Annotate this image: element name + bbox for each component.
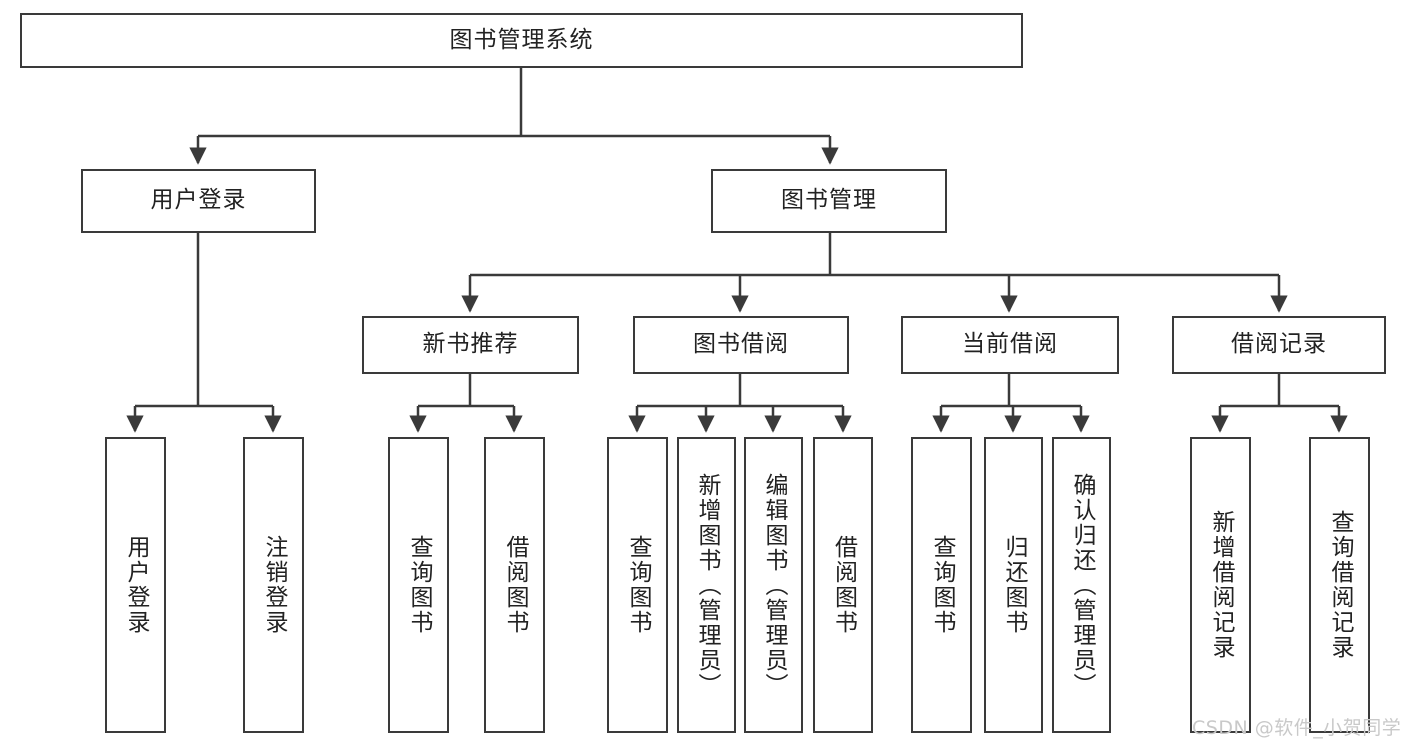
leaf-node-label: 查询图书 [406, 535, 433, 635]
leaf-node-label: 借阅图书 [502, 535, 529, 635]
node-book-borrow[interactable]: 图书借阅 [633, 316, 849, 374]
leaf-node-label: 注销登录 [261, 535, 288, 635]
leaf-node-label: 用户登录 [123, 535, 150, 635]
node-book-management-label: 图书管理 [781, 187, 877, 214]
node-borrow-record-label: 借阅记录 [1231, 331, 1327, 358]
leaf-node[interactable]: 编辑图书（管理员） [744, 437, 803, 733]
leaf-node-label: 新增图书（管理员） [694, 472, 721, 698]
leaf-node-label: 查询图书 [929, 535, 956, 635]
leaf-node[interactable]: 查询图书 [607, 437, 668, 733]
leaf-node-label: 查询图书 [625, 535, 652, 635]
leaf-node[interactable]: 借阅图书 [484, 437, 545, 733]
node-borrow-record[interactable]: 借阅记录 [1172, 316, 1386, 374]
node-current-borrow-label: 当前借阅 [962, 331, 1058, 358]
leaf-node-label: 编辑图书（管理员） [761, 472, 788, 698]
leaf-node-label: 新增借阅记录 [1208, 510, 1235, 660]
leaf-node[interactable]: 查询图书 [388, 437, 449, 733]
node-root[interactable]: 图书管理系统 [20, 13, 1023, 68]
leaf-node[interactable]: 查询图书 [911, 437, 972, 733]
leaf-node[interactable]: 借阅图书 [813, 437, 873, 733]
node-current-borrow[interactable]: 当前借阅 [901, 316, 1119, 374]
leaf-node-label: 查询借阅记录 [1327, 510, 1354, 660]
node-new-book-recommend-label: 新书推荐 [422, 331, 519, 358]
leaf-node[interactable]: 注销登录 [243, 437, 304, 733]
leaf-node[interactable]: 新增借阅记录 [1190, 437, 1251, 733]
node-new-book-recommend[interactable]: 新书推荐 [362, 316, 579, 374]
node-book-management[interactable]: 图书管理 [711, 169, 947, 233]
node-root-label: 图书管理系统 [449, 26, 594, 53]
leaf-node[interactable]: 查询借阅记录 [1309, 437, 1370, 733]
node-user-login-label: 用户登录 [150, 187, 247, 214]
node-user-login[interactable]: 用户登录 [81, 169, 316, 233]
node-book-borrow-label: 图书借阅 [693, 331, 789, 358]
leaf-node-label: 借阅图书 [830, 535, 857, 635]
leaf-node-label: 确认归还（管理员） [1069, 472, 1096, 698]
leaf-node[interactable]: 用户登录 [105, 437, 166, 733]
csdn-watermark: CSDN @软件_小贺同学 [1192, 717, 1402, 739]
leaf-node[interactable]: 归还图书 [984, 437, 1043, 733]
leaf-node-label: 归还图书 [1001, 535, 1028, 635]
leaf-node[interactable]: 确认归还（管理员） [1052, 437, 1111, 733]
leaf-node[interactable]: 新增图书（管理员） [677, 437, 736, 733]
